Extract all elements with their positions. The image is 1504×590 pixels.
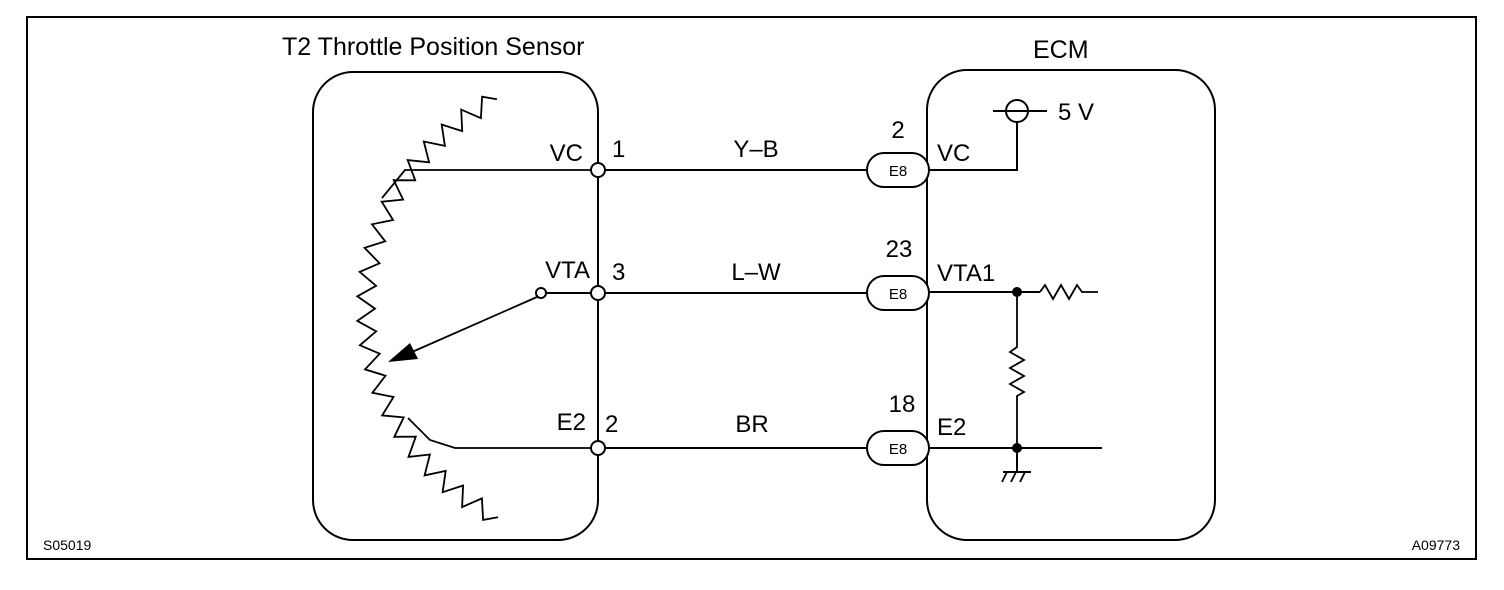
wire-color-e2: BR	[735, 411, 768, 438]
ecm-5v-supply: 5 V	[929, 99, 1094, 171]
potentiometer-wiper	[388, 287, 598, 362]
sensor-pin-number-vc: 1	[612, 136, 625, 163]
ecm-series-resistor	[1039, 283, 1098, 301]
ecm-pin-number-vta: 23	[886, 236, 913, 263]
sensor-terminal-vc	[590, 162, 606, 178]
diagram-frame	[26, 16, 1477, 560]
svg-text:E8: E8	[889, 441, 907, 458]
figure-code-right: A09773	[1412, 537, 1460, 553]
ecm-vta1-network	[929, 283, 1098, 448]
sensor-pin-number-e2: 2	[605, 411, 618, 438]
sensor-pin-name-e2: E2	[557, 409, 586, 436]
connector-e2: E8	[866, 430, 930, 466]
wire-color-vta: L–W	[731, 259, 781, 286]
ecm-box	[926, 69, 1216, 541]
ecm-pin-name-vc: VC	[937, 140, 970, 167]
figure-code-left: S05019	[43, 537, 91, 553]
sensor-terminal-vta	[590, 285, 606, 301]
potentiometer-resistor	[355, 95, 598, 521]
svg-text:E8: E8	[889, 163, 907, 180]
ground-icon	[1001, 471, 1031, 483]
ecm-e2-ground	[929, 443, 1102, 483]
ecm-pin-number-e2: 18	[889, 391, 916, 418]
sensor-pin-number-vta: 3	[612, 259, 625, 286]
sensor-pin-name-vta: VTA	[545, 257, 590, 284]
ecm-pin-name-vta: VTA1	[937, 260, 995, 287]
ecm-title: ECM	[1033, 36, 1089, 64]
ecm-pin-number-vc: 2	[891, 117, 904, 144]
svg-text:E8: E8	[889, 286, 907, 303]
supply-voltage-label: 5 V	[1058, 99, 1094, 126]
connector-vta: E8	[866, 275, 930, 311]
ecm-pulldown-resistor	[1008, 292, 1026, 448]
connector-vc: E8	[866, 152, 930, 188]
wiper-arrow-icon	[388, 343, 418, 362]
sensor-terminal-e2	[590, 440, 606, 456]
sensor-title: T2 Throttle Position Sensor	[282, 33, 584, 61]
wire-color-vc: Y–B	[733, 136, 778, 163]
sensor-pin-name-vc: VC	[550, 140, 583, 167]
ecm-pin-name-e2: E2	[937, 414, 966, 441]
